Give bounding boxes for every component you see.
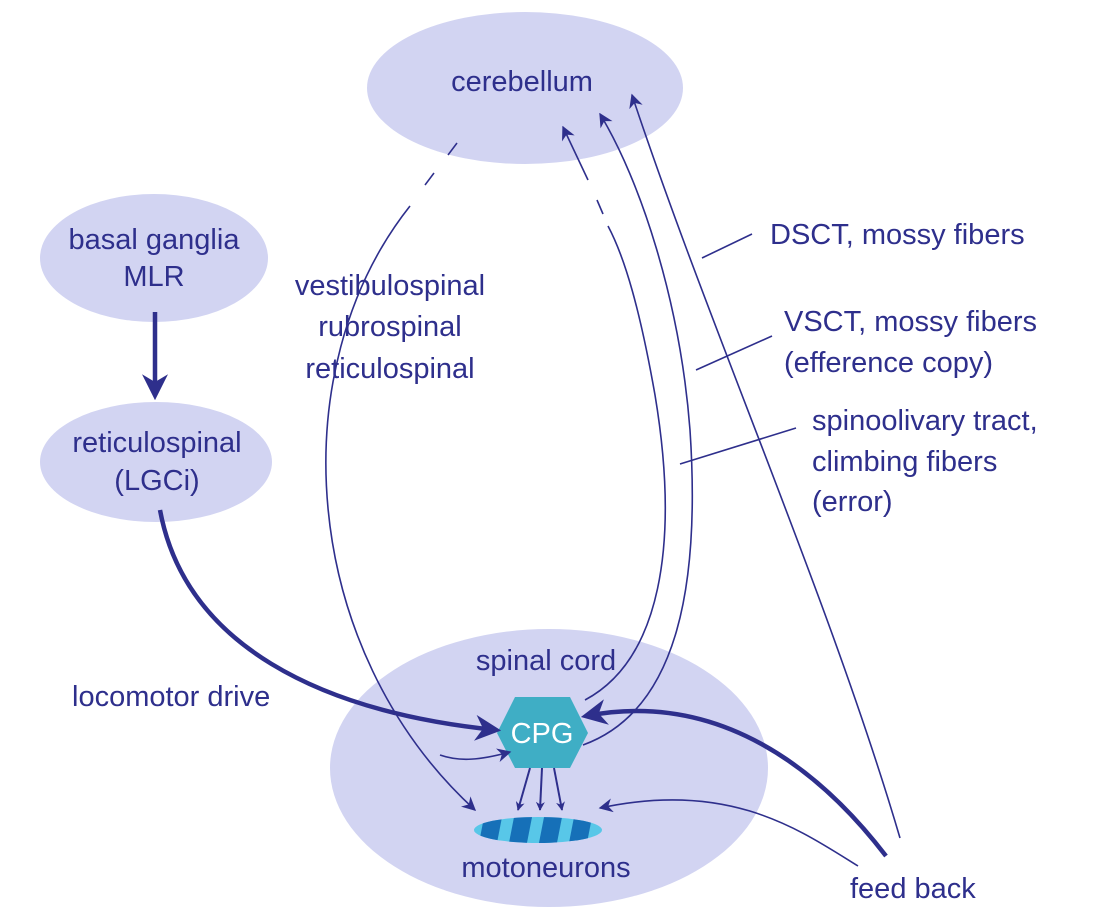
spinoolivary-leader [679,427,797,465]
feed-back-label: feed back [850,873,976,905]
vestibulospinal-label: vestibulospinal [295,270,485,302]
reticulospinal-node [40,402,272,522]
spinoolivary-arrowhead [562,125,589,181]
reticulospinal-node-label: reticulospinal [72,427,241,459]
basal-ganglia-node [40,194,268,322]
vsct-pathway [582,112,694,746]
locomotor-drive-label: locomotor drive [72,681,270,713]
rubrospinal-label: rubrospinal [318,311,461,343]
climbing-fibers-label: climbing fibers [812,446,997,478]
cpg-label: CPG [511,718,574,750]
locomotor-drive-arrow [157,509,502,741]
error-label: (error) [812,486,893,518]
mlr-label: MLR [123,261,184,293]
dsct-label: DSCT, mossy fibers [770,219,1025,251]
basal-ganglia-label: basal ganglia [69,224,241,256]
dsct-pathway [629,93,901,839]
spinal-cord-label: spinal cord [476,645,616,677]
cerebellum-label: cerebellum [451,66,593,98]
cpg-to-motoneuron-arrows [515,767,565,811]
descending-branch-to-cpg [439,748,512,763]
reticulospinal-tract-label: reticulospinal [305,353,474,385]
feedback-to-cpg-arrow [580,699,888,858]
vsct-label: VSCT, mossy fibers [784,306,1037,338]
lgci-label: (LGCi) [114,465,199,497]
descending-pathway [325,142,477,811]
efference-copy-label: (efference copy) [784,347,993,379]
feedback-to-motoneurons-arrow [598,798,859,867]
cpg-hexagon [497,697,588,768]
dsct-leader [701,233,753,259]
vsct-leader [695,335,773,371]
spinoolivary-label: spinoolivary tract, [812,405,1038,437]
motoneurons-label: motoneurons [461,852,630,884]
spinoolivary-dash-1 [596,199,604,215]
spinoolivary-pathway [584,225,667,701]
